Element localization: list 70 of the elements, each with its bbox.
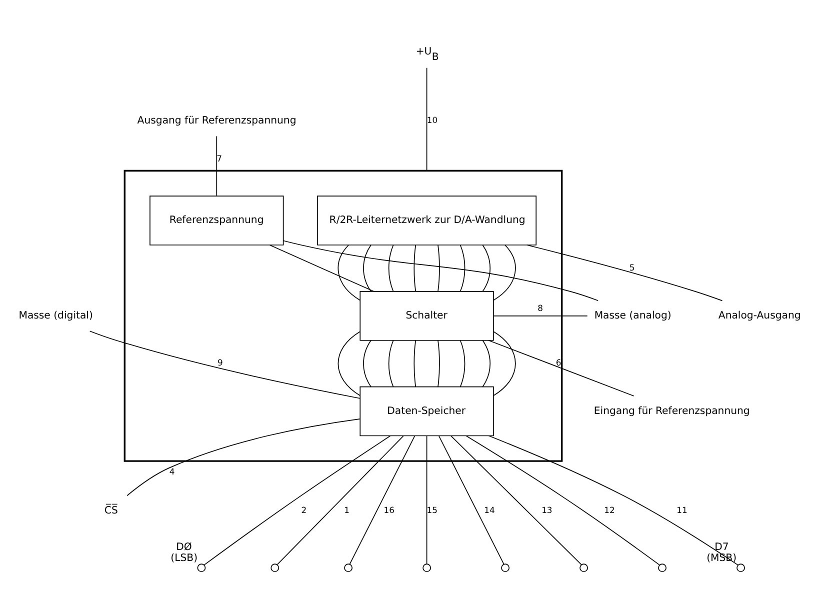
node-circle (501, 563, 510, 572)
node-box: Schalter (360, 290, 494, 340)
connector (338, 330, 361, 396)
connector (363, 339, 372, 387)
connector (482, 244, 491, 292)
connector (488, 434, 738, 565)
edge-label: 11 (676, 504, 688, 514)
node-box: R/2R-Leiternetzwerk zur D/A-Wandlung (317, 195, 537, 245)
edge-label: 2 (301, 504, 307, 514)
connector (460, 339, 466, 387)
node-box: Daten-Speicher (360, 386, 494, 436)
node-circle (197, 563, 206, 572)
connector (438, 339, 440, 387)
connector (438, 435, 504, 564)
connector (426, 435, 428, 564)
connector (388, 339, 394, 387)
connector (89, 330, 360, 398)
connector (349, 435, 416, 564)
connector (216, 135, 218, 196)
edge-label: 5 (629, 262, 635, 272)
node-text: Eingang für Referenzspannung (594, 405, 750, 416)
connector (204, 434, 391, 565)
connector (426, 66, 428, 171)
node-circle (736, 563, 745, 572)
connector (493, 244, 516, 300)
node-circle (344, 563, 353, 572)
edge-label: 8 (538, 302, 543, 312)
connector (493, 314, 588, 316)
node-text: Analog-Ausgang (718, 310, 801, 322)
connector (269, 244, 374, 292)
connector (283, 240, 599, 301)
connector (493, 330, 516, 396)
node-label: (LSB) (170, 552, 198, 564)
node-circle (270, 563, 280, 572)
node-text: C̅S̅ (104, 504, 118, 516)
connector (438, 244, 440, 292)
connector (526, 244, 723, 301)
edge-label: 6 (556, 357, 562, 368)
edge-label: 12 (604, 504, 615, 514)
node-text: Ausgang für Referenzspannung (137, 115, 296, 126)
node-label: D7 (714, 542, 729, 553)
connector (388, 244, 394, 292)
edge-label: 13 (542, 504, 552, 514)
connector (450, 435, 582, 564)
edge-label: 7 (216, 152, 222, 163)
connector (460, 244, 466, 292)
edge-label: 1 (344, 504, 350, 514)
edge-label: 14 (484, 504, 495, 514)
node-text: Masse (analog) (594, 310, 672, 322)
edge-label: 4 (169, 466, 175, 476)
node-circle (422, 563, 432, 572)
node-box: Referenzspannung (150, 195, 284, 245)
connector (126, 418, 360, 496)
connector (414, 244, 416, 292)
node-circle (658, 563, 666, 572)
cluster (124, 169, 563, 462)
connector (276, 435, 404, 564)
node-text: Masse (digital) (18, 310, 93, 322)
connector (466, 434, 660, 565)
edge-label: 9 (217, 357, 223, 368)
connector (414, 339, 416, 387)
edge-label: 16 (384, 504, 394, 514)
connector (363, 244, 372, 292)
edge-label: 10 (426, 114, 438, 125)
node-label: DØ (176, 542, 192, 553)
edge-label: 15 (426, 504, 438, 514)
connector (482, 339, 491, 387)
connector (338, 244, 360, 300)
node-circle (580, 563, 588, 572)
connector (488, 339, 634, 396)
